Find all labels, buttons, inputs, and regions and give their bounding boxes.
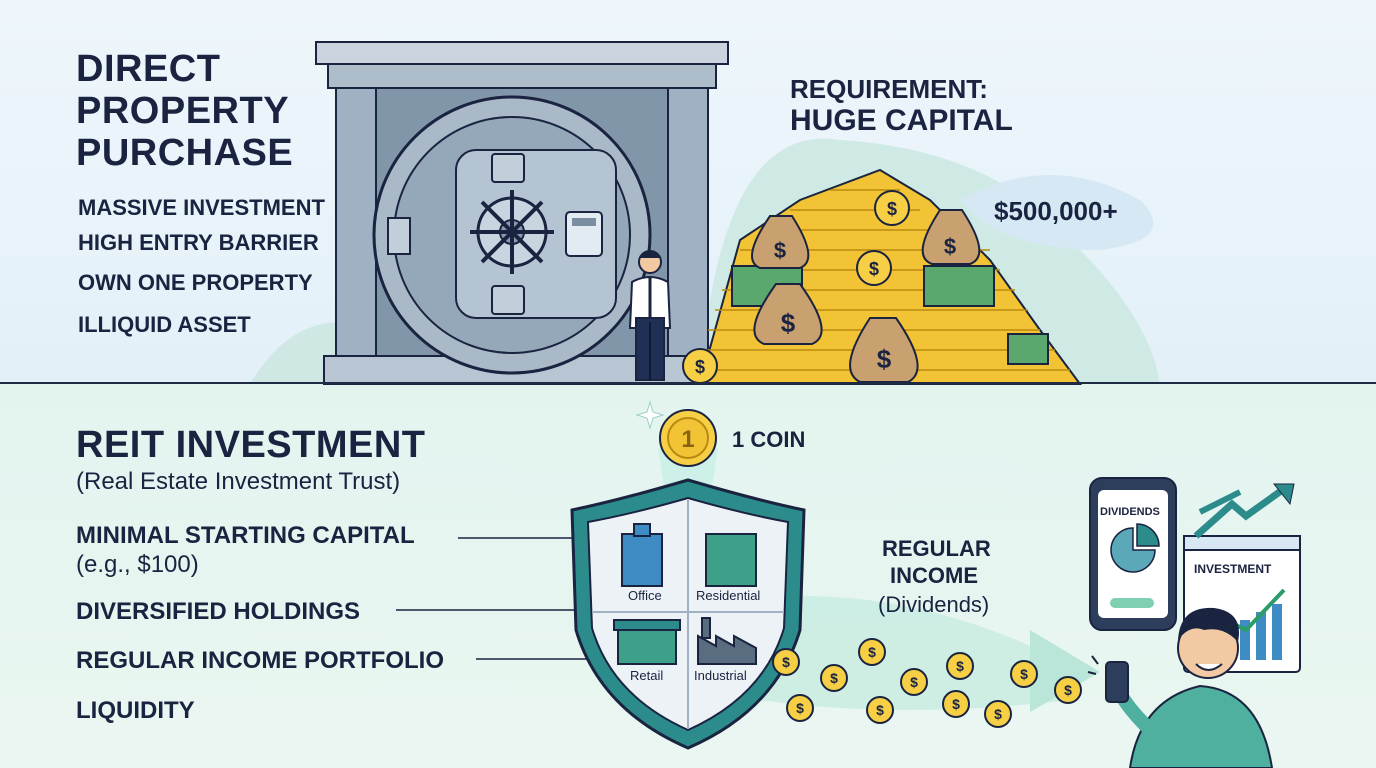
retail-store-icon [613, 619, 681, 665]
factory-icon [697, 617, 757, 665]
direct-title-line-2: PROPERTY [76, 90, 290, 132]
single-coin-icon: 1 [659, 409, 717, 467]
dividend-coin-icon: $ [900, 668, 928, 696]
arrow-head [1030, 630, 1100, 712]
background-cloud [960, 175, 1154, 250]
dividend-coin-icon: $ [786, 694, 814, 722]
dividend-coin-icon: $ [772, 648, 800, 676]
dollar-sign: $ [887, 199, 897, 219]
trend-arrow-icon [1193, 483, 1295, 539]
dollar-sign: $ [695, 357, 705, 377]
dollar-sign: $ [910, 674, 918, 690]
money-bag-icon: $ [751, 215, 810, 269]
dividend-coin-icon: $ [984, 700, 1012, 728]
dividend-coin-icon: $ [858, 638, 886, 666]
reit-title: REIT INVESTMENT [76, 424, 426, 466]
income-label-line-2: INCOME [890, 563, 978, 588]
direct-bullet: ILLIQUID ASSET [78, 312, 251, 337]
coin-icon: $ [856, 250, 892, 286]
dollar-sign: $ [774, 238, 786, 263]
coin-icon: $ [874, 190, 910, 226]
shield-label-retail: Retail [630, 668, 664, 683]
dollar-sign: $ [782, 654, 790, 670]
requirement-label: REQUIREMENT: [790, 74, 988, 104]
money-bag-icon: $ [921, 209, 981, 265]
requirement-value: HUGE CAPITAL [790, 104, 1013, 137]
dividend-coin-icon: $ [942, 690, 970, 718]
dollar-sign: $ [876, 702, 884, 718]
businessman-icon [628, 250, 672, 381]
direct-title-line-1: DIRECT [76, 48, 221, 90]
section-divider [0, 382, 1376, 384]
investment-window-label: INVESTMENT [1194, 562, 1272, 576]
residential-building-icon [705, 533, 757, 587]
dollar-sign: $ [994, 706, 1002, 722]
shield-label-residential: Residential [696, 588, 761, 603]
dollar-sign: $ [1064, 682, 1072, 698]
direct-bullet: HIGH ENTRY BARRIER [78, 230, 319, 255]
direct-bullet: MASSIVE INVESTMENT [78, 195, 325, 220]
shield-icon [570, 478, 806, 750]
notification-lines-icon [1087, 655, 1099, 675]
reit-bullet-note: (e.g., $100) [76, 551, 199, 578]
coin-number: 1 [681, 426, 694, 453]
investor-person-icon [1105, 607, 1274, 768]
money-bag-icon: $ [849, 317, 919, 383]
shield-label-industrial: Industrial [694, 668, 747, 683]
shield-label-office: Office [628, 588, 662, 603]
phone-dividends-label: DIVIDENDS [1100, 506, 1160, 518]
reit-bullet: MINIMAL STARTING CAPITAL [76, 522, 415, 549]
dollar-sign: $ [830, 670, 838, 686]
dollar-sign: $ [944, 234, 956, 259]
capital-amount: $500,000+ [994, 196, 1118, 226]
dollar-sign: $ [796, 700, 804, 716]
dollar-sign: $ [877, 344, 892, 374]
reit-subtitle: (Real Estate Investment Trust) [76, 468, 401, 495]
direct-title-line-3: PURCHASE [76, 132, 294, 174]
direct-bullet: OWN ONE PROPERTY [78, 270, 313, 295]
dividend-coin-icon: $ [1054, 676, 1082, 704]
phone-icon [1089, 477, 1177, 631]
dollar-sign: $ [869, 259, 879, 279]
reit-bullet: LIQUIDITY [76, 697, 195, 724]
money-bag-icon: $ [753, 283, 823, 345]
reit-bullet: REGULAR INCOME PORTFOLIO [76, 647, 444, 674]
office-building-icon [621, 523, 663, 587]
dollar-sign: $ [956, 658, 964, 674]
dividend-coin-icon: $ [1010, 660, 1038, 688]
sparkle-icon [635, 400, 665, 430]
reit-bullet: DIVERSIFIED HOLDINGS [76, 598, 361, 625]
income-label-line-1: REGULAR [882, 536, 991, 561]
coin-icon: $ [682, 348, 718, 384]
income-label-line-3: (Dividends) [878, 592, 990, 617]
dollar-sign: $ [1020, 666, 1028, 682]
dollar-sign: $ [781, 308, 796, 338]
dollar-sign: $ [952, 696, 960, 712]
dividend-coin-icon: $ [946, 652, 974, 680]
vault-icon [315, 41, 729, 385]
dividend-coin-icon: $ [866, 696, 894, 724]
dividend-coin-icon: $ [820, 664, 848, 692]
coin-label: 1 COIN [732, 427, 806, 452]
dollar-sign: $ [868, 644, 876, 660]
